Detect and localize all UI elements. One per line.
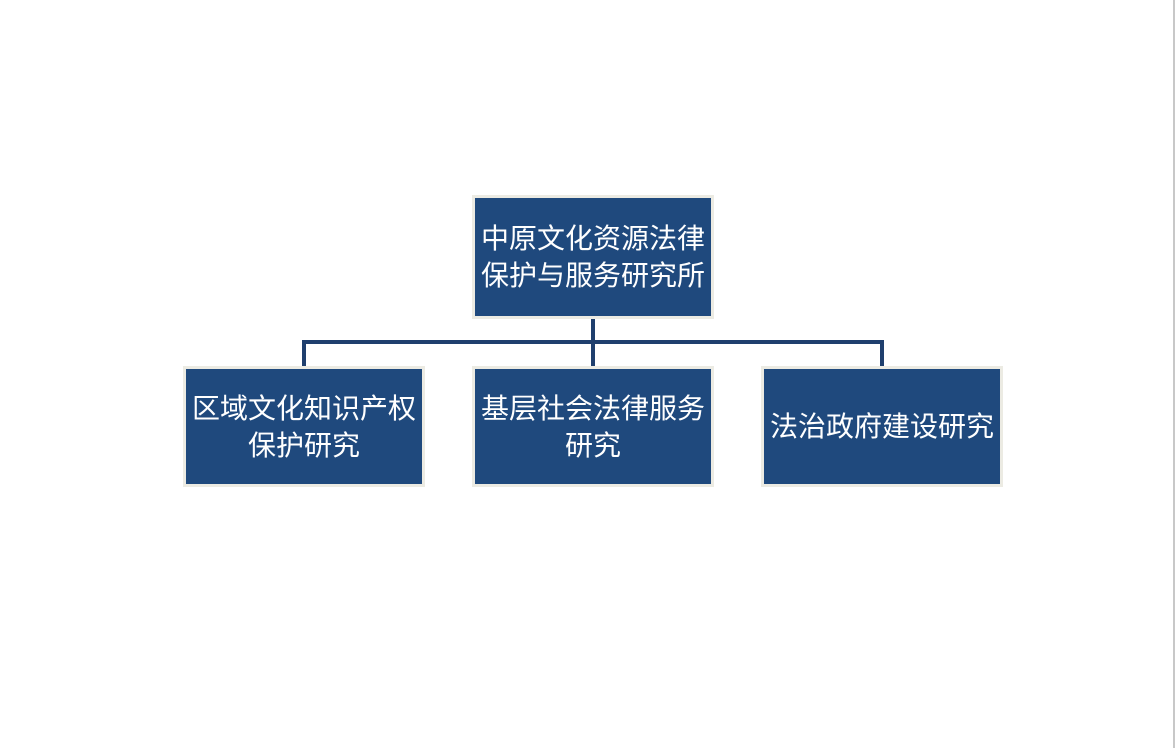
org-node-rule-of-law: 法治政府建设研究 (761, 366, 1003, 487)
org-node-ip-protection: 区域文化知识产权保护研究 (183, 366, 425, 487)
org-node-root-label: 中原文化资源法律保护与服务研究所 (481, 222, 706, 292)
window-right-edge (1173, 0, 1175, 748)
org-node-rule-of-law-label: 法治政府建设研究 (770, 410, 995, 443)
org-node-ip-protection-label: 区域文化知识产权保护研究 (192, 391, 417, 462)
org-node-legal-services: 基层社会法律服务研究 (472, 366, 714, 487)
org-node-root: 中原文化资源法律保护与服务研究所 (472, 195, 714, 319)
org-node-legal-services-label: 基层社会法律服务研究 (481, 391, 706, 462)
